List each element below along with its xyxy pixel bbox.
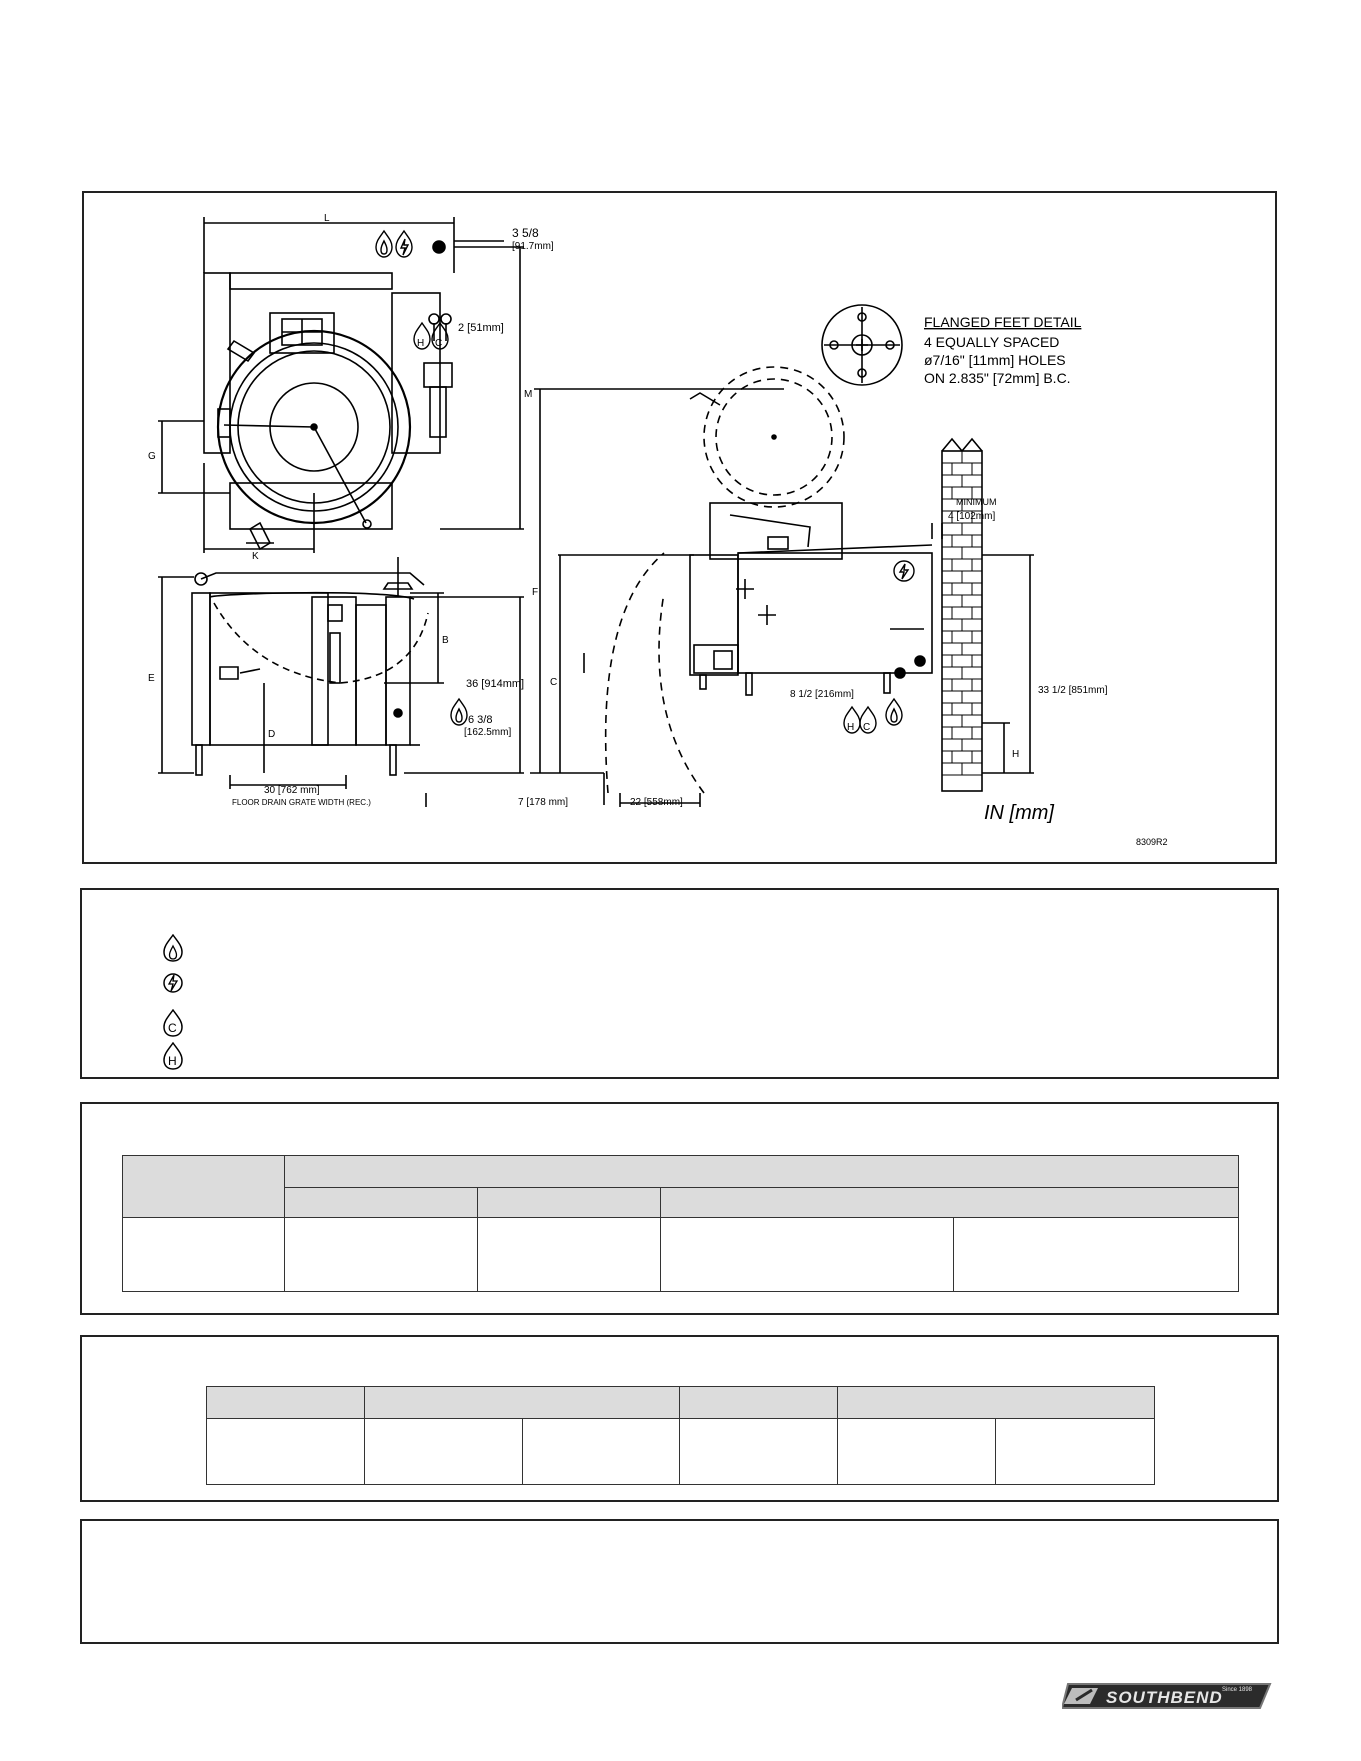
southbend-logo-graphic: SOUTHBEND Since 1898 <box>1060 1683 1272 1709</box>
table-cell <box>122 1217 285 1292</box>
table-header-cell <box>679 1386 839 1419</box>
floor-drain-label: FLOOR DRAIN GRATE WIDTH (REC.) <box>232 798 371 807</box>
logo-brand: SOUTHBEND <box>1106 1688 1223 1707</box>
hot-water-icon <box>843 705 861 734</box>
dim-e-label: E <box>148 673 155 684</box>
legend-gas <box>160 933 190 964</box>
dim-33-1-2-label: 33 1/2 [851mm] <box>1038 685 1108 696</box>
legend-electric <box>160 969 190 999</box>
hot-letter-top: H <box>417 338 424 349</box>
logo-since: Since 1898 <box>1222 1687 1253 1693</box>
table-cell <box>363 1418 523 1485</box>
dim-l-label: L <box>324 213 330 224</box>
legend-hot-water: H <box>160 1041 190 1072</box>
dimension-drawing-panel: L 3 5/8 [91.7mm] 2 [51mm] H C M G K E B … <box>82 191 1277 864</box>
flanged-line-1: 4 EQUALLY SPACED <box>924 334 1059 350</box>
flanged-title: FLANGED FEET DETAIL <box>924 314 1082 330</box>
flanged-line-3: ON 2.835" [72mm] B.C. <box>924 370 1071 386</box>
dim-2-label: 2 [51mm] <box>458 322 504 334</box>
dim-4-label: 4 [102mm] <box>948 511 995 522</box>
table-header-cell <box>122 1155 285 1218</box>
hot-letter: H <box>168 1054 177 1068</box>
dim-m-label: M <box>524 389 532 400</box>
table-cell <box>837 1418 997 1485</box>
dim-f-label: F <box>532 587 538 598</box>
dim-g-label: G <box>148 451 156 462</box>
dim-3-5-8-mm-label: [91.7mm] <box>512 241 554 252</box>
cold-water-icon <box>859 705 877 734</box>
table-cell <box>283 1217 478 1292</box>
dim-30-label: 30 [762 mm] <box>264 785 320 796</box>
southbend-logo: SOUTHBEND Since 1898 <box>1060 1680 1272 1712</box>
table-header-cell <box>283 1155 1240 1188</box>
utility-legend-panel: C H <box>80 888 1279 1079</box>
electric-bolt-icon <box>163 973 183 993</box>
drawing-number: 8309R2 <box>1136 837 1168 847</box>
cold-letter-side: C <box>863 722 870 733</box>
table-header-cell <box>660 1187 1239 1218</box>
hot-letter-side: H <box>847 722 854 733</box>
dim-3-5-8-label: 3 5/8 <box>512 226 539 240</box>
dim-7-label: 7 [178 mm] <box>518 797 568 808</box>
legend-cold-water: C <box>160 1008 190 1039</box>
spec-panel-1 <box>80 1102 1279 1315</box>
electric-bolt-icon <box>395 229 413 258</box>
table-header-cell <box>206 1386 365 1419</box>
top-view <box>158 217 524 553</box>
units-label: IN [mm] <box>984 802 1054 824</box>
table-header-cell <box>476 1187 662 1218</box>
hot-water-icon <box>413 321 431 350</box>
cold-water-icon <box>431 321 449 350</box>
dim-h-label: H <box>1012 749 1019 760</box>
spec-table-1 <box>122 1155 1240 1292</box>
dim-c-label: C <box>550 677 557 688</box>
cold-letter-top: C <box>435 338 442 349</box>
table-cell <box>660 1217 955 1292</box>
front-view <box>158 557 524 807</box>
table-header-cell <box>363 1386 681 1419</box>
table-cell <box>953 1217 1239 1292</box>
dim-6-3-8-mm-label: [162.5mm] <box>464 727 511 738</box>
dimension-drawing: L 3 5/8 [91.7mm] 2 [51mm] H C M G K E B … <box>148 213 1168 847</box>
cold-water-icon: C <box>163 1008 183 1037</box>
spec-table-2 <box>206 1386 1155 1485</box>
table-cell <box>206 1418 365 1485</box>
gas-flame-icon <box>163 933 183 962</box>
dim-22-label: 22 [558mm] <box>630 797 683 808</box>
cold-letter: C <box>168 1021 177 1035</box>
dim-8-1-2-label: 8 1/2 [216mm] <box>790 689 854 700</box>
gas-flame-icon <box>885 697 903 726</box>
flanged-line-2: ø7/16" [11mm] HOLES <box>924 352 1066 368</box>
table-cell <box>679 1418 839 1485</box>
dim-6-3-8-label: 6 3/8 <box>468 714 492 726</box>
spec-panel-2 <box>80 1335 1279 1502</box>
side-view <box>530 366 1034 807</box>
dim-36-label: 36 [914mm] <box>466 678 524 690</box>
table-cell <box>521 1418 681 1485</box>
dim-b-label: B <box>442 635 449 646</box>
gas-flame-icon <box>375 229 393 258</box>
table-header-cell <box>837 1386 1155 1419</box>
electric-bolt-icon <box>893 560 915 582</box>
dim-k-label: K <box>252 551 259 562</box>
notes-panel <box>80 1519 1279 1644</box>
table-header-cell <box>283 1187 478 1218</box>
hot-water-icon: H <box>163 1041 183 1070</box>
flanged-feet-detail <box>821 304 903 386</box>
table-cell <box>476 1217 662 1292</box>
minimum-label: MINIMUM <box>956 497 997 507</box>
gas-flame-icon <box>450 697 468 726</box>
table-cell <box>995 1418 1155 1485</box>
dim-d-label: D <box>268 729 275 740</box>
table-row <box>122 1217 1239 1292</box>
table-row <box>206 1418 1155 1485</box>
